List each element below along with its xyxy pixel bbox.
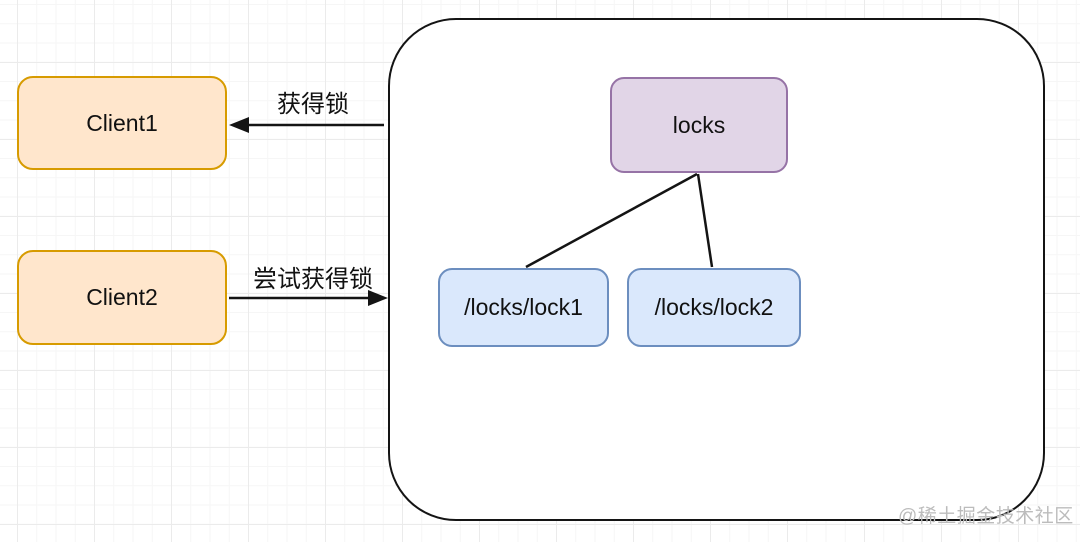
node-lock1: /locks/lock1 bbox=[438, 268, 609, 347]
node-locks-root: locks bbox=[610, 77, 788, 173]
watermark-text: @稀土掘金技术社区 bbox=[898, 506, 1074, 527]
node-locks-root-label: locks bbox=[672, 111, 726, 138]
node-client1: Client1 bbox=[17, 76, 227, 170]
node-client2-label: Client2 bbox=[86, 284, 158, 310]
node-lock2: /locks/lock2 bbox=[627, 268, 801, 347]
node-client1-label: Client1 bbox=[86, 109, 158, 136]
node-lock2-label: /locks/lock2 bbox=[654, 294, 774, 320]
node-lock1-label: /locks/lock1 bbox=[464, 294, 583, 320]
edge-acquire-lock bbox=[229, 117, 384, 133]
node-client2: Client2 bbox=[17, 250, 227, 345]
edge-label-try-acquire-lock: 尝试获得锁 bbox=[253, 266, 373, 293]
edge-label-acquire-lock: 获得锁 bbox=[277, 91, 349, 118]
arrowhead-left-icon bbox=[229, 117, 249, 133]
